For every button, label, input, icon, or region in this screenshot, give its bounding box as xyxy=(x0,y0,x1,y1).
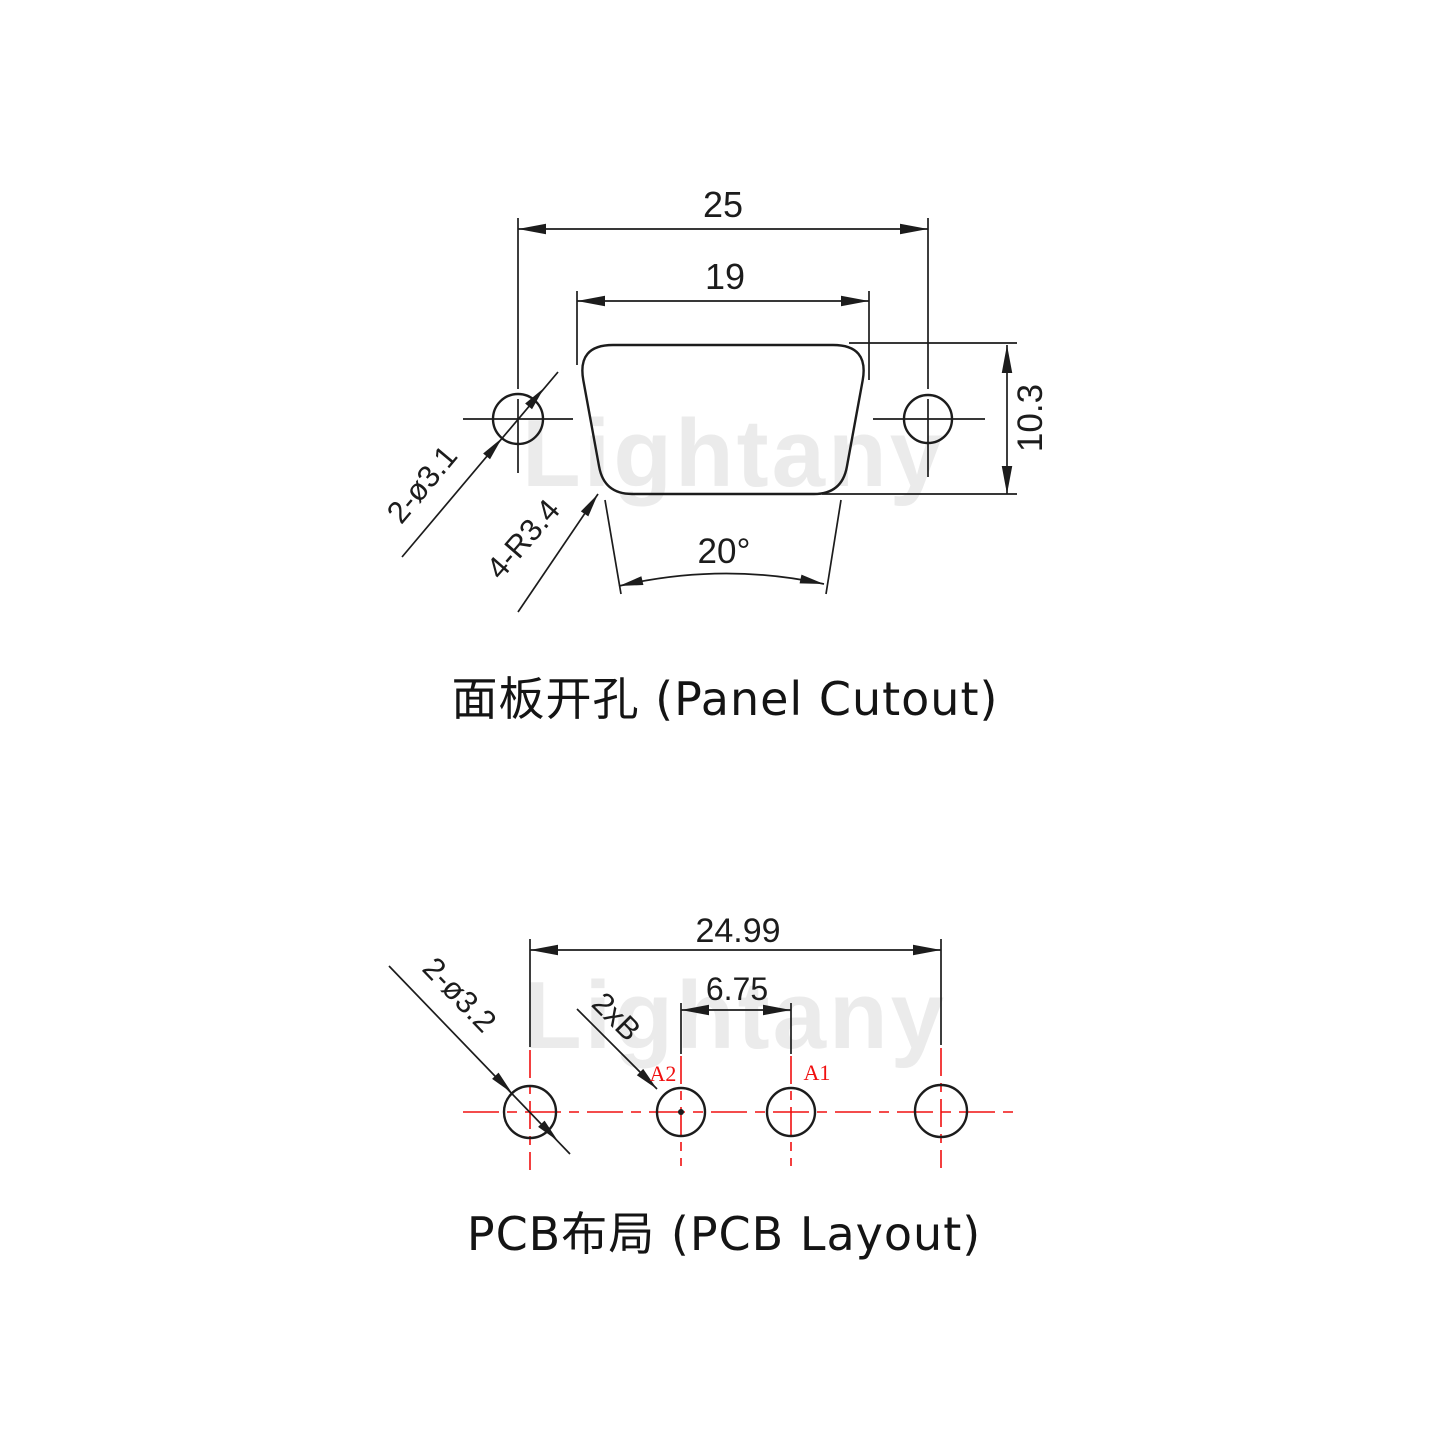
dim-19: 19 xyxy=(576,256,870,380)
watermark-top: Lightany xyxy=(522,400,946,507)
pcb-mount-hole-left xyxy=(502,1084,558,1140)
watermark-group: Lightany Lightany xyxy=(522,400,947,1069)
dim-6-75-label: 6.75 xyxy=(706,971,768,1007)
pcb-pin-a2-centermark xyxy=(678,1109,684,1115)
pin-label-a1: A1 xyxy=(804,1060,831,1085)
leader-mount-hole-dia-label: 2-ø3.1 xyxy=(380,439,464,530)
dim-20deg-label: 20° xyxy=(698,532,751,571)
panel-cutout-caption: 面板开孔 (Panel Cutout) xyxy=(452,672,999,726)
pcb-layout-caption: PCB布局 (PCB Layout) xyxy=(467,1207,981,1261)
dim-19-label: 19 xyxy=(705,256,745,297)
dim-10-3-label: 10.3 xyxy=(1011,384,1050,452)
dim-24-99: 24.99 xyxy=(529,912,942,1047)
leader-pcb-mount-dia-label: 2-ø3.2 xyxy=(416,950,503,1039)
watermark-bottom: Lightany xyxy=(523,962,947,1069)
pin-label-a2: A2 xyxy=(650,1061,677,1086)
panel-mount-hole-right xyxy=(902,393,954,445)
pcb-mount-hole-right xyxy=(913,1083,969,1139)
dim-25-label: 25 xyxy=(703,184,743,225)
leader-corner-radius: 4-R3.4 xyxy=(479,491,602,613)
pcb-pin-a1 xyxy=(765,1086,817,1138)
pcb-pin-a2 xyxy=(655,1086,707,1138)
dim-20deg: 20° xyxy=(604,499,842,595)
dim-25: 25 xyxy=(518,184,928,235)
dim-6-75: 6.75 xyxy=(680,971,792,1054)
d-cutout-outline xyxy=(581,343,865,496)
panel-mount-hole-left xyxy=(491,392,545,446)
dim-10-3: 10.3 xyxy=(822,342,1050,495)
dim-24-99-label: 24.99 xyxy=(695,912,780,950)
